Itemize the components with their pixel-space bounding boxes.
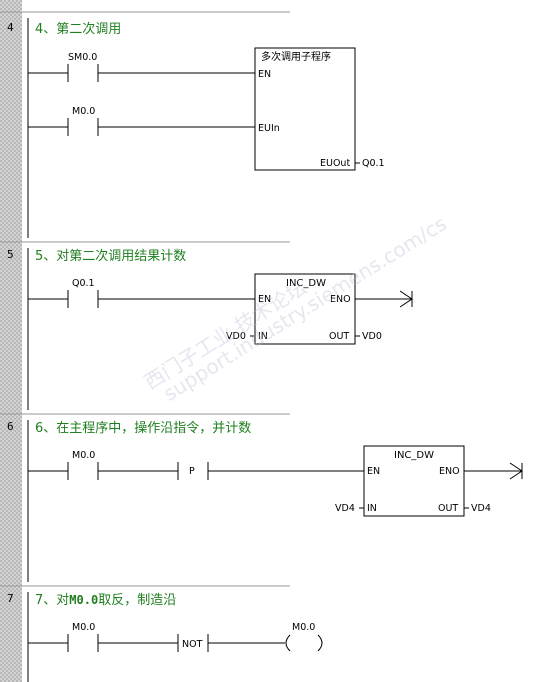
- network-title: 5、对第二次调用结果计数: [35, 248, 186, 264]
- title-prefix: 7、对: [35, 593, 69, 608]
- not-label: NOT: [182, 639, 203, 650]
- network-6[interactable]: 6 6、在主程序中，操作沿指令，并计数 M0.0 P INC_DW EN ENO…: [7, 420, 523, 582]
- inc-dw-block[interactable]: INC_DW EN ENO IN OUT VD0 VD0: [226, 273, 413, 345]
- eno-arrow-icon: [399, 290, 413, 308]
- network-4[interactable]: 4 4、第二次调用 SM0.0 M0.0 多次调用子程序 EN EUIn EUO…: [7, 18, 385, 238]
- pin-en: EN: [258, 294, 271, 305]
- pin-out: OUT: [329, 331, 349, 342]
- network-title: 6、在主程序中，操作沿指令，并计数: [35, 420, 251, 436]
- in-operand: VD4: [335, 503, 355, 514]
- pin-en: EN: [258, 69, 271, 80]
- network-7[interactable]: 7 7、对M0.0取反，制造沿 M0.0 NOT M0.0: [7, 592, 323, 682]
- network-number: 4: [7, 21, 14, 34]
- network-title: 7、对M0.0取反，制造沿: [35, 593, 176, 608]
- subroutine-block[interactable]: 多次调用子程序 EN EUIn EUOut Q0.1: [254, 47, 385, 171]
- network-5[interactable]: 5 5、对第二次调用结果计数 Q0.1 INC_DW EN ENO IN OUT…: [7, 248, 413, 410]
- out-operand: VD0: [362, 331, 382, 342]
- pin-out: EUOut: [320, 158, 350, 169]
- out-operand: Q0.1: [362, 158, 385, 169]
- contact-label: M0.0: [72, 622, 95, 633]
- block-title: INC_DW: [394, 450, 434, 461]
- pin-eno: ENO: [330, 294, 351, 305]
- positive-edge-contact[interactable]: P: [177, 462, 364, 480]
- inc-dw-block[interactable]: INC_DW EN ENO IN OUT VD4 VD4: [335, 445, 523, 517]
- pin-in: IN: [367, 503, 377, 514]
- title-operand: M0.0: [69, 593, 98, 607]
- contact-q0-1[interactable]: Q0.1: [28, 278, 255, 308]
- contact-m0-0[interactable]: M0.0: [28, 106, 255, 136]
- watermark: 西门子工业 技术论坛 support.industry.siemens.com/…: [140, 211, 451, 406]
- network-title: 4、第二次调用: [35, 21, 121, 37]
- block-title: 多次调用子程序: [261, 50, 331, 63]
- contact-m0-0[interactable]: M0.0: [28, 450, 178, 480]
- output-coil[interactable]: M0.0: [285, 622, 323, 652]
- pin-in: EUIn: [258, 123, 280, 134]
- contact-m0-0[interactable]: M0.0: [28, 622, 178, 652]
- block-title: INC_DW: [286, 278, 326, 289]
- pin-en: EN: [367, 466, 380, 477]
- pin-in: IN: [258, 331, 268, 342]
- edge-label: P: [189, 466, 195, 477]
- contact-label: M0.0: [72, 450, 95, 461]
- network-number: 5: [7, 248, 14, 261]
- pin-eno: ENO: [439, 466, 460, 477]
- out-operand: VD4: [471, 503, 491, 514]
- title-suffix: 取反，制造沿: [98, 593, 176, 608]
- in-operand: VD0: [226, 331, 246, 342]
- editor-gutter: [0, 0, 22, 682]
- contact-sm0-0[interactable]: SM0.0: [28, 52, 255, 82]
- contact-label: M0.0: [72, 106, 95, 117]
- contact-label: Q0.1: [72, 278, 95, 289]
- eno-arrow-icon: [509, 462, 523, 480]
- network-number: 7: [7, 592, 14, 605]
- network-number: 6: [7, 420, 14, 433]
- watermark-line-2: support.industry.siemens.com/cs: [159, 211, 451, 406]
- contact-label: SM0.0: [68, 52, 97, 63]
- not-contact[interactable]: NOT: [177, 634, 285, 652]
- pin-out: OUT: [438, 503, 458, 514]
- coil-label: M0.0: [292, 622, 315, 633]
